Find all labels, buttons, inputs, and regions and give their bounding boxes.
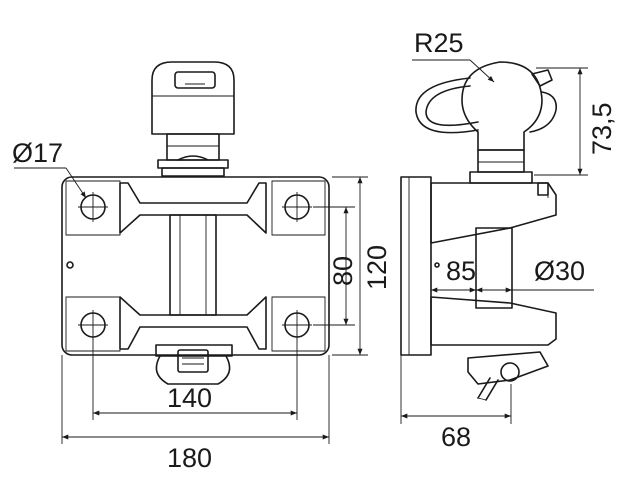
- latch: [155, 344, 233, 357]
- shaft: [169, 214, 217, 316]
- pin-cap: [151, 61, 235, 135]
- label-side-depth: 68: [441, 422, 471, 452]
- label-plate-width: 180: [167, 443, 212, 473]
- label-shaft-diameter: Ø30: [534, 256, 585, 286]
- dimension-lines: [14, 59, 594, 444]
- safety-loop: [415, 77, 479, 134]
- front-view: [61, 61, 330, 385]
- mounting-plate: [61, 176, 330, 356]
- label-pin-height: 73,5: [587, 102, 617, 155]
- side-plate: [400, 176, 432, 356]
- label-hole-spacing-vertical: 80: [328, 256, 358, 286]
- label-plate-height: 120: [362, 245, 392, 290]
- side-latch: [467, 351, 549, 385]
- label-ball-radius: R25: [414, 28, 464, 58]
- label-pin-offset: 85: [446, 256, 476, 286]
- coupling-ball: [461, 61, 543, 151]
- label-hole-diameter: Ø17: [12, 138, 63, 168]
- side-view: [400, 61, 558, 401]
- label-hole-spacing-horizontal: 140: [167, 383, 212, 413]
- dimension-labels: Ø17 R25 73,5 80 120 85 Ø30 140 180 68: [12, 28, 617, 473]
- coupling-body: [119, 182, 267, 234]
